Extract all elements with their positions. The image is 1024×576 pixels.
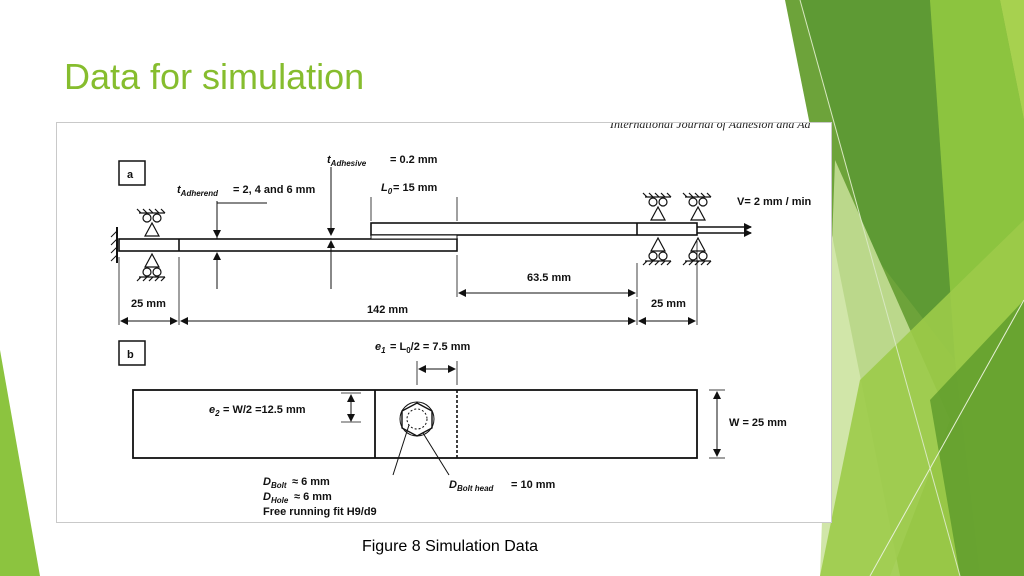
upper-adherend — [370, 222, 698, 236]
d-bolt-head-value: = 10 mm — [511, 479, 556, 491]
green-band-shape — [800, 0, 955, 360]
d-bolt-value: ≈ 6 mm — [292, 476, 330, 488]
left-accent-shape — [0, 350, 40, 576]
adhesive-layer — [370, 234, 458, 240]
lower-adherend — [118, 238, 458, 252]
panel-b-tag: b — [127, 349, 134, 361]
dim-25-right-label: 25 mm — [651, 298, 686, 310]
figure-caption: Figure 8 Simulation Data — [361, 538, 539, 555]
d-bolt-head-symbol: DBolt head — [449, 479, 495, 493]
t-adherend-symbol: tAdherend — [177, 184, 219, 198]
e1-value: = L0/2 = 7.5 mm — [390, 341, 470, 355]
dim-25-left-label: 25 mm — [131, 298, 166, 310]
lap-joint-diagram: International Journal of Adhesion and Ad… — [110, 123, 812, 518]
journal-header-text: International Journal of Adhesion and Ad — [609, 123, 812, 131]
dark-green-shape — [930, 300, 1024, 576]
l0-symbol: L0 — [381, 182, 393, 196]
d-bolt-symbol: DBolt — [263, 476, 287, 490]
d-hole-symbol: DHole — [263, 491, 289, 505]
d-hole-value: ≈ 6 mm — [294, 491, 332, 503]
t-adherend-value: = 2, 4 and 6 mm — [233, 184, 315, 196]
fixed-wall-icon — [110, 227, 118, 263]
velocity-label: V= 2 mm / min — [737, 196, 812, 208]
e2-value: = W/2 =12.5 mm — [223, 404, 306, 416]
panel-b-tag-box — [118, 340, 146, 366]
slide-title: Data for simulation — [64, 56, 365, 97]
l0-value: = 15 mm — [393, 182, 438, 194]
dim-63-5-label: 63.5 mm — [527, 272, 571, 284]
e1-symbol: e1 — [375, 341, 386, 355]
simulation-figure: International Journal of Adhesion and Ad… — [56, 122, 832, 523]
left-support-icon — [136, 208, 166, 282]
t-adhesive-symbol: tAdhesive — [327, 154, 367, 168]
panel-a-tag-box — [118, 160, 146, 186]
fit-label: Free running fit H9/d9 — [263, 506, 377, 518]
plate-plan-view — [132, 389, 698, 459]
width-label: W = 25 mm — [729, 417, 787, 429]
panel-a-tag: a — [127, 169, 134, 181]
e2-symbol: e2 — [209, 404, 220, 418]
dim-142-label: 142 mm — [367, 304, 408, 316]
green-band-shape — [1000, 0, 1024, 120]
right-support-icon — [642, 192, 712, 266]
t-adhesive-value: = 0.2 mm — [390, 154, 438, 166]
bolt-head-icon — [399, 401, 435, 437]
